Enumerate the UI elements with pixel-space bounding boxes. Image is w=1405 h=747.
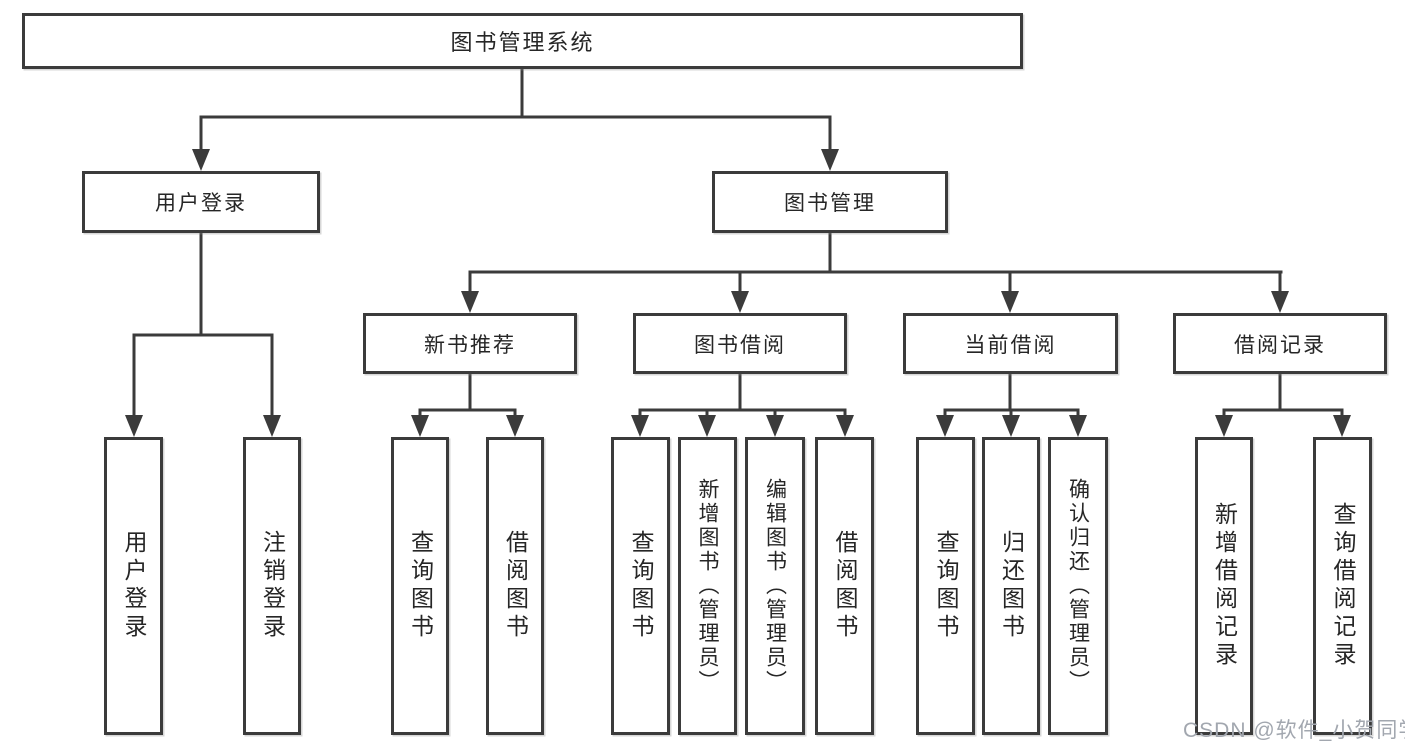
leaf-query-books-current: 查询图书 <box>916 437 975 735</box>
leaf-borrow-books-recommend: 借阅图书 <box>486 437 544 735</box>
node-book-borrowing: 图书借阅 <box>633 313 847 374</box>
leaf-add-book-admin: 新增图书（管理员） <box>678 437 737 735</box>
connector-new-book-children <box>411 374 524 437</box>
connector-root-to-level2 <box>192 69 839 171</box>
leaf-logout: 注销登录 <box>243 437 301 735</box>
connector-book-mgmt-to-level3 <box>461 233 1289 313</box>
leaf-query-books-recommend: 查询图书 <box>391 437 449 735</box>
csdn-watermark: CSDN @软件_小贺同学 <box>1183 719 1405 742</box>
connector-borrow-record-children <box>1215 374 1351 437</box>
leaf-borrow-books: 借阅图书 <box>815 437 874 735</box>
leaf-query-books-borrow: 查询图书 <box>611 437 670 735</box>
leaf-user-login: 用户登录 <box>104 437 163 735</box>
node-new-book-recommendation: 新书推荐 <box>363 313 577 374</box>
node-library-management-system: 图书管理系统 <box>22 13 1023 69</box>
node-current-borrowing: 当前借阅 <box>903 313 1118 374</box>
leaf-add-borrow-record: 新增借阅记录 <box>1195 437 1253 735</box>
leaf-query-borrow-record: 查询借阅记录 <box>1313 437 1372 735</box>
node-book-management: 图书管理 <box>712 171 948 233</box>
node-user-login: 用户登录 <box>82 171 320 233</box>
leaf-confirm-return-admin: 确认归还（管理员） <box>1048 437 1108 735</box>
leaf-return-book: 归还图书 <box>982 437 1040 735</box>
connector-book-borrow-children <box>631 374 854 437</box>
connector-user-login-children <box>125 233 281 437</box>
node-borrowing-records: 借阅记录 <box>1173 313 1387 374</box>
leaf-edit-book-admin: 编辑图书（管理员） <box>745 437 805 735</box>
connector-current-borrow-children <box>936 374 1087 437</box>
